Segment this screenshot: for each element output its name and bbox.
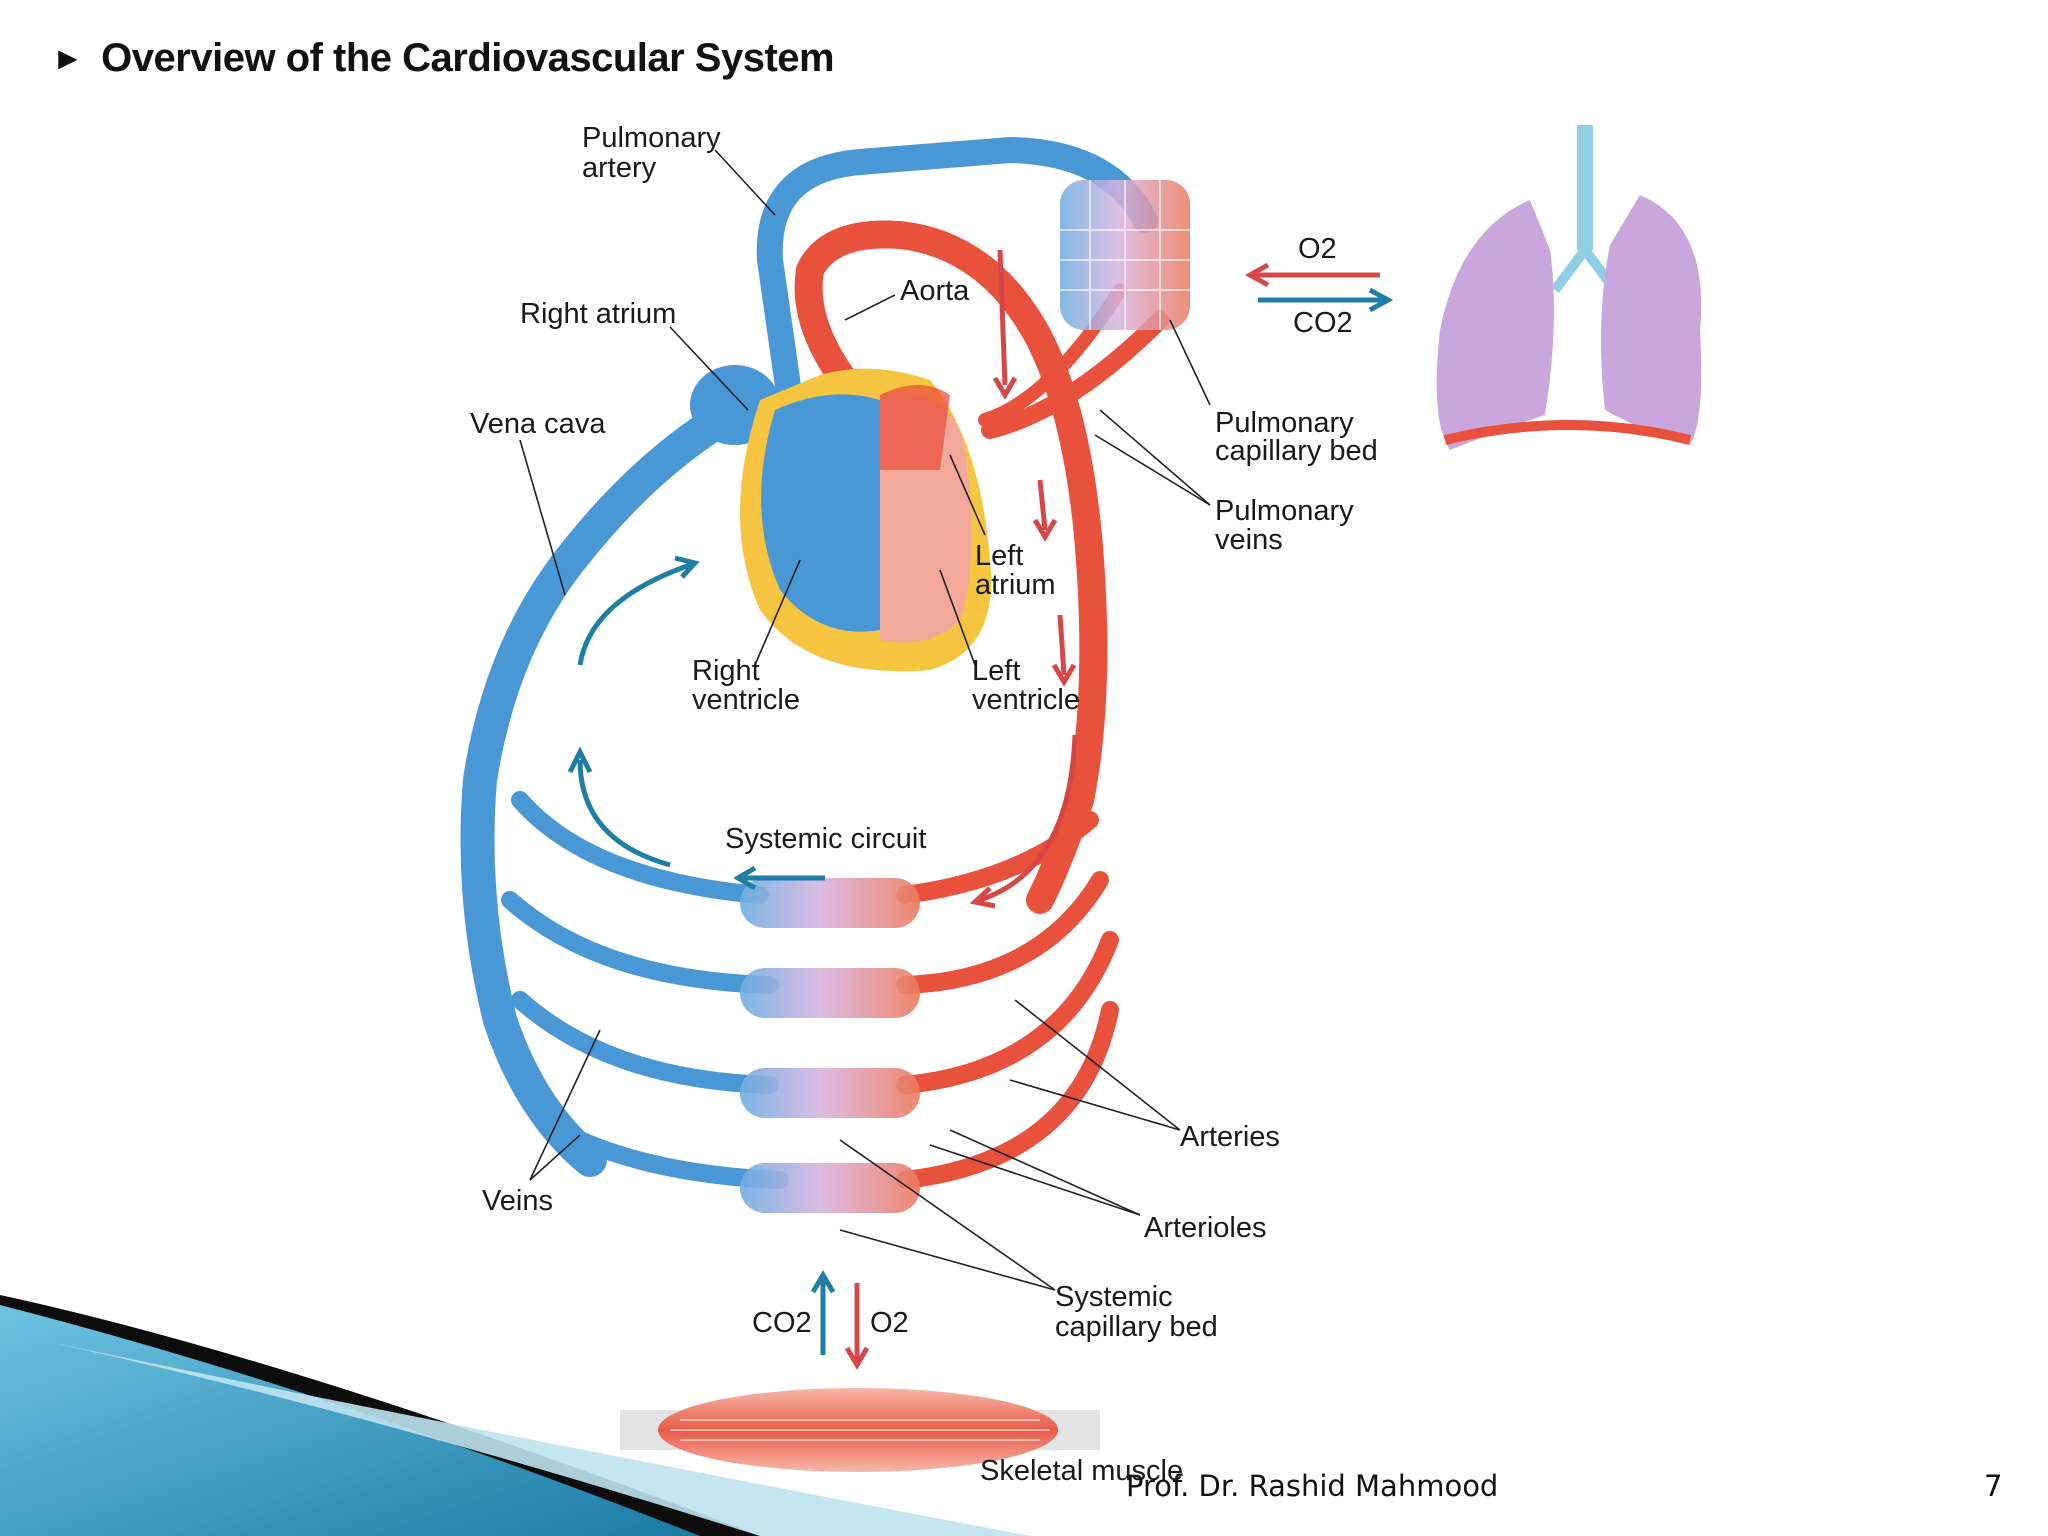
red-flow-arrow-1 (997, 249, 1008, 386)
footer-author: Prof. Dr. Rashid Mahmood (1126, 1469, 1499, 1503)
label-skeletal-muscle: Skeletal muscle (980, 1455, 1183, 1487)
label-pulmonary-artery: Pulmonary artery (582, 122, 729, 184)
label-muscle-o2: O2 (870, 1307, 909, 1339)
label-right-atrium: Right atrium (520, 298, 676, 330)
bullet-triangle-icon: ► (52, 40, 84, 76)
flow-arrows (567, 249, 1394, 1370)
label-veins: Veins (482, 1185, 553, 1217)
red-flow-arrow-2 (1037, 479, 1048, 531)
label-pulmonary-capillary-bed: Pulmonary capillary bed (1215, 407, 1378, 467)
label-aorta: Aorta (900, 275, 970, 307)
label-systemic-capillary-bed: Systemic capillary bed (1055, 1281, 1218, 1343)
label-right-ventricle: Right ventricle (692, 655, 800, 716)
label-arterioles: Arterioles (1144, 1212, 1267, 1244)
label-systemic-circuit: Systemic circuit (725, 823, 926, 855)
leader-lines (519, 149, 1211, 1291)
venous-system (460, 136, 1158, 1189)
label-muscle-co2: CO2 (752, 1307, 812, 1339)
systemic-capillary-beds (740, 878, 920, 1213)
label-vena-cava: Vena cava (470, 408, 606, 440)
heart (740, 368, 992, 672)
skeletal-muscle (620, 1388, 1100, 1472)
lungs (1436, 125, 1702, 450)
blue-flow-arrow-1 (577, 562, 691, 666)
label-lungs-o2: O2 (1298, 233, 1337, 265)
decorative-corner-wedge (0, 1295, 1030, 1536)
pulmonary-capillary-bed (1060, 180, 1190, 330)
slide-title-text: Overview of the Cardiovascular System (101, 36, 835, 80)
label-pulmonary-veins: Pulmonary veins (1215, 495, 1362, 556)
page-number: 7 (1984, 1469, 2003, 1503)
label-arteries: Arteries (1180, 1121, 1280, 1153)
red-flow-arrow-3 (1057, 614, 1067, 676)
red-flow-arrow-4 (979, 734, 1078, 903)
slide-title: ► Overview of the Cardiovascular System (52, 36, 835, 81)
blue-flow-arrow-2 (577, 759, 671, 868)
diagram-labels: Pulmonary artery Right atrium Aorta Vena… (470, 122, 1378, 1487)
label-left-ventricle: Left ventricle (972, 655, 1080, 716)
label-lungs-co2: CO2 (1293, 307, 1353, 339)
arterial-system (794, 220, 1169, 1189)
label-left-atrium: Left atrium (975, 540, 1056, 601)
